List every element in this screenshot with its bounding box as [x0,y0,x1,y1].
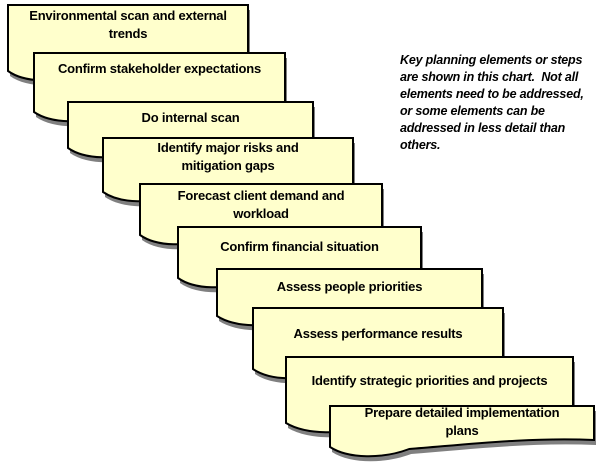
card-implementation-plans: Prepare detailed implementation plans [328,404,600,466]
card-label: Prepare detailed implementation plans [364,405,560,438]
card-label: Confirm stakeholder expectations [57,61,262,76]
card-label: Assess people priorities [276,279,423,294]
planning-note: Key planning elements or steps are shown… [400,53,584,152]
card-label: Assess performance results [293,326,463,341]
card-label: Confirm financial situation [220,239,379,254]
card-face [329,405,595,458]
card-label: Forecast client demand and workload [177,188,345,221]
card-label: Environmental scan and external trends [29,8,227,41]
card-label: Identify major risks and mitigation gaps [157,140,299,173]
card-label: Do internal scan [141,110,240,125]
card-label: Identify strategic priorities and projec… [311,373,548,388]
document-shape [329,405,596,462]
